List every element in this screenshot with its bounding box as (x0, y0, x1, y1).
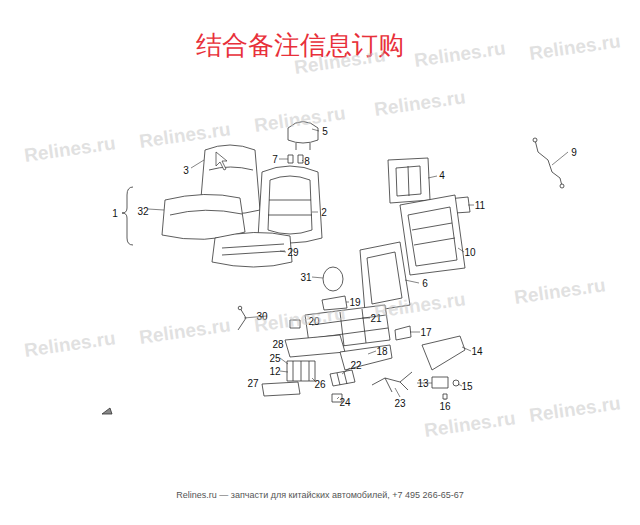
callout-number: 17 (420, 327, 431, 338)
callout-number: 28 (272, 339, 283, 350)
watermark: Relines.ru (423, 408, 517, 441)
callout-number: 32 (137, 206, 148, 217)
callout-number: 23 (394, 398, 405, 409)
watermark: Relines.ru (528, 393, 622, 426)
watermark: Relines.ru (23, 328, 117, 361)
callout-number: 2 (321, 207, 327, 218)
callout-number: 16 (439, 401, 450, 412)
callout-number: 12 (269, 366, 280, 377)
watermark: Relines.ru (373, 87, 467, 120)
watermark: Relines.ru (23, 133, 117, 166)
callout-number: 14 (471, 346, 482, 357)
callout-number: 1 (112, 208, 118, 219)
callout-number: 22 (350, 360, 361, 371)
callout-number: 15 (461, 381, 472, 392)
callout-number: 7 (272, 154, 278, 165)
callout-number: 11 (475, 200, 485, 211)
callout-number: 13 (417, 378, 428, 389)
callout-number: 31 (300, 272, 311, 283)
callout-number: 4 (439, 170, 445, 181)
callout-number: 6 (422, 278, 428, 289)
watermark: Relines.ru (513, 275, 607, 308)
footer-caption: Relines.ru — запчасти для китайских авто… (176, 491, 463, 501)
callout-number: 24 (339, 397, 350, 408)
callout-number: 10 (464, 247, 475, 258)
watermark: Relines.ru (413, 38, 507, 71)
callout-number: 25 (269, 353, 280, 364)
callout-number: 26 (314, 379, 325, 390)
callout-number: 18 (376, 346, 387, 357)
callout-number: 29 (287, 247, 298, 258)
callout-number: 8 (304, 156, 310, 167)
watermark: Relines.ru (138, 315, 232, 348)
callout-number: 19 (349, 297, 360, 308)
callout-number: 9 (571, 147, 577, 158)
callout-number: 27 (247, 378, 258, 389)
callout-number: 3 (183, 165, 189, 176)
watermark: Relines.ru (528, 31, 622, 64)
